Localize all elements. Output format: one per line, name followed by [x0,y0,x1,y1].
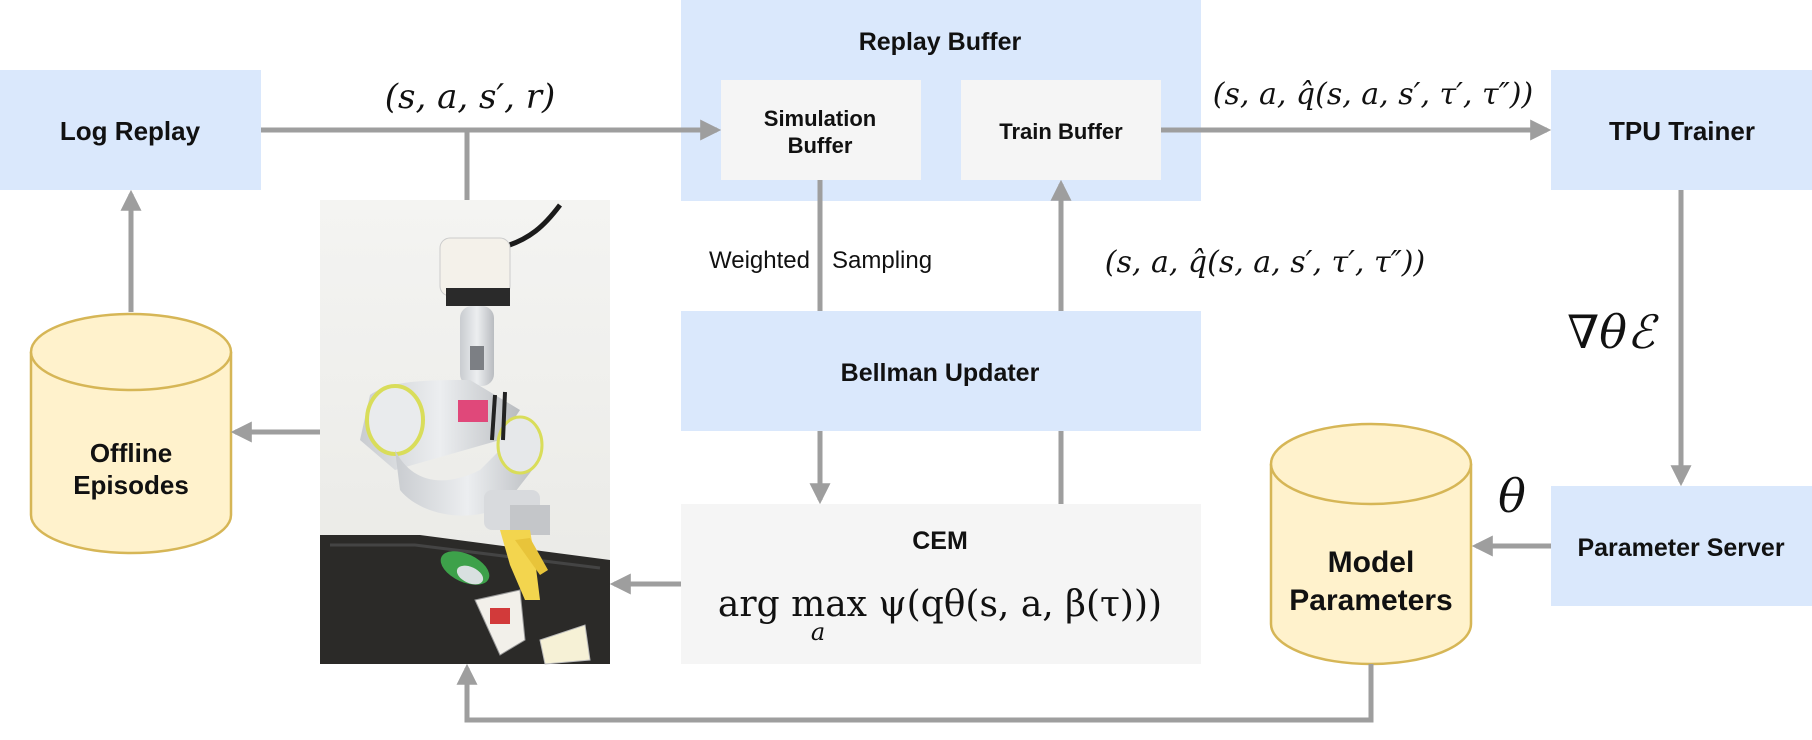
offline-episodes-label-line1: Offline [90,438,172,468]
log-replay-label: Log Replay [60,116,201,146]
label-weighted: Weighted [709,247,810,274]
label-theta: θ [1498,469,1526,523]
log-replay-box [0,70,261,190]
tpu-trainer-box [1551,70,1812,190]
train-buffer-label: Train Buffer [999,119,1123,144]
bellman-updater-box [681,311,1201,431]
cem-box [681,504,1201,664]
parameter-server-box [1551,486,1812,606]
label-gradient: ∇θℰ [1567,305,1659,359]
label-buffer-to-trainer: (s, a, q̂(s, a, s′, τ′, τ″)) [1213,77,1533,112]
cem-label: CEM [912,527,968,555]
offline-episodes-label-line2: Episodes [73,470,189,500]
cem-formula-subscript: a [811,618,825,646]
cem-formula: arg max ψ(qθ(s, a, β(τ))) [718,584,1162,625]
offline-episodes-cylinder [29,312,233,555]
model-parameters-label-line1: Model [1328,546,1415,579]
arrow-modelparams-to-photo [456,663,1374,723]
train-buffer-box [961,80,1161,180]
robot-arm-photo [320,200,610,665]
bellman-updater-label: Bellman Updater [841,359,1040,387]
replay-buffer-label: Replay Buffer [859,28,1022,56]
simulation-buffer-label-line1: Simulation [764,106,876,131]
model-parameters-label-line2: Parameters [1289,584,1452,617]
tpu-trainer-label: TPU Trainer [1609,116,1755,146]
parameter-server-label: Parameter Server [1577,534,1784,562]
label-sampling: Sampling [832,247,932,274]
label-log-to-buffer: (s, a, s′, r) [385,77,556,117]
model-parameters-cylinder [1269,422,1473,666]
simulation-buffer-label-line2: Buffer [788,133,853,158]
label-updater-to-trainbuffer: (s, a, q̂(s, a, s′, τ′, τ″)) [1105,245,1425,280]
simulation-buffer-box [721,80,921,180]
